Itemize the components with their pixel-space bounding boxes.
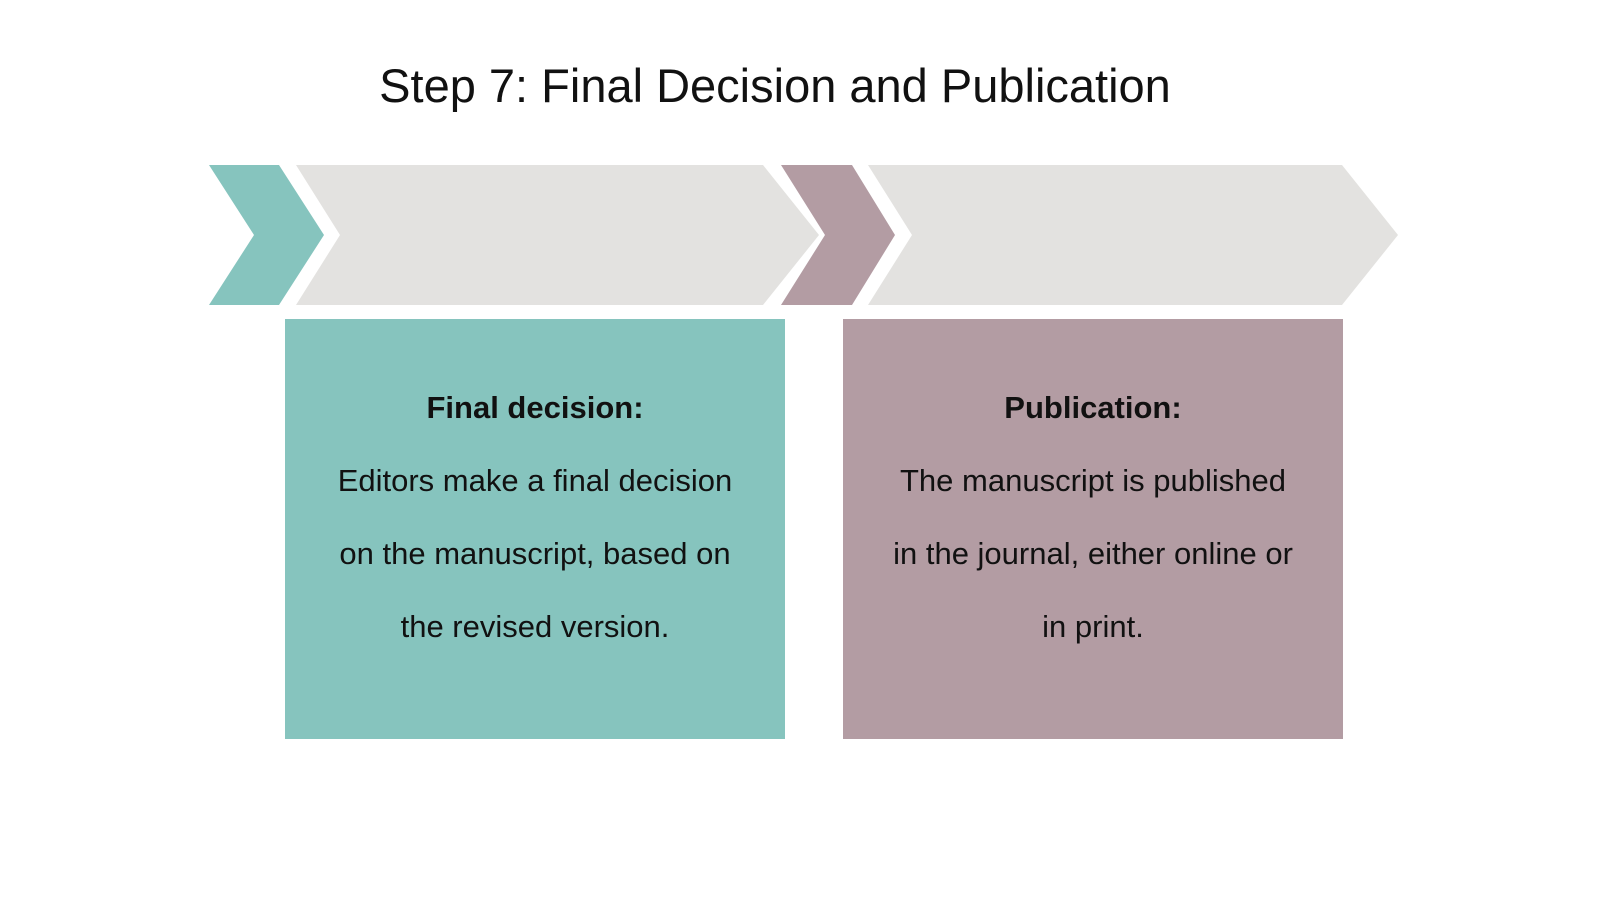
step-heading: Final decision: [426,390,644,425]
step-text: The manuscript is published in the journ… [893,463,1293,644]
step-text: Editors make a final decision on the man… [337,463,733,644]
chevron-gray-1 [296,165,819,305]
chevron-teal [209,165,324,305]
step-box-final-decision: Final decision: Editors make a final dec… [285,319,785,739]
diagram-title: Step 7: Final Decision and Publication [379,59,1171,112]
step-heading: Publication: [1004,390,1182,425]
chevron-gray-2 [868,165,1398,305]
chevron-mauve [781,165,895,305]
step-box-publication: Publication: The manuscript is published… [843,319,1343,739]
